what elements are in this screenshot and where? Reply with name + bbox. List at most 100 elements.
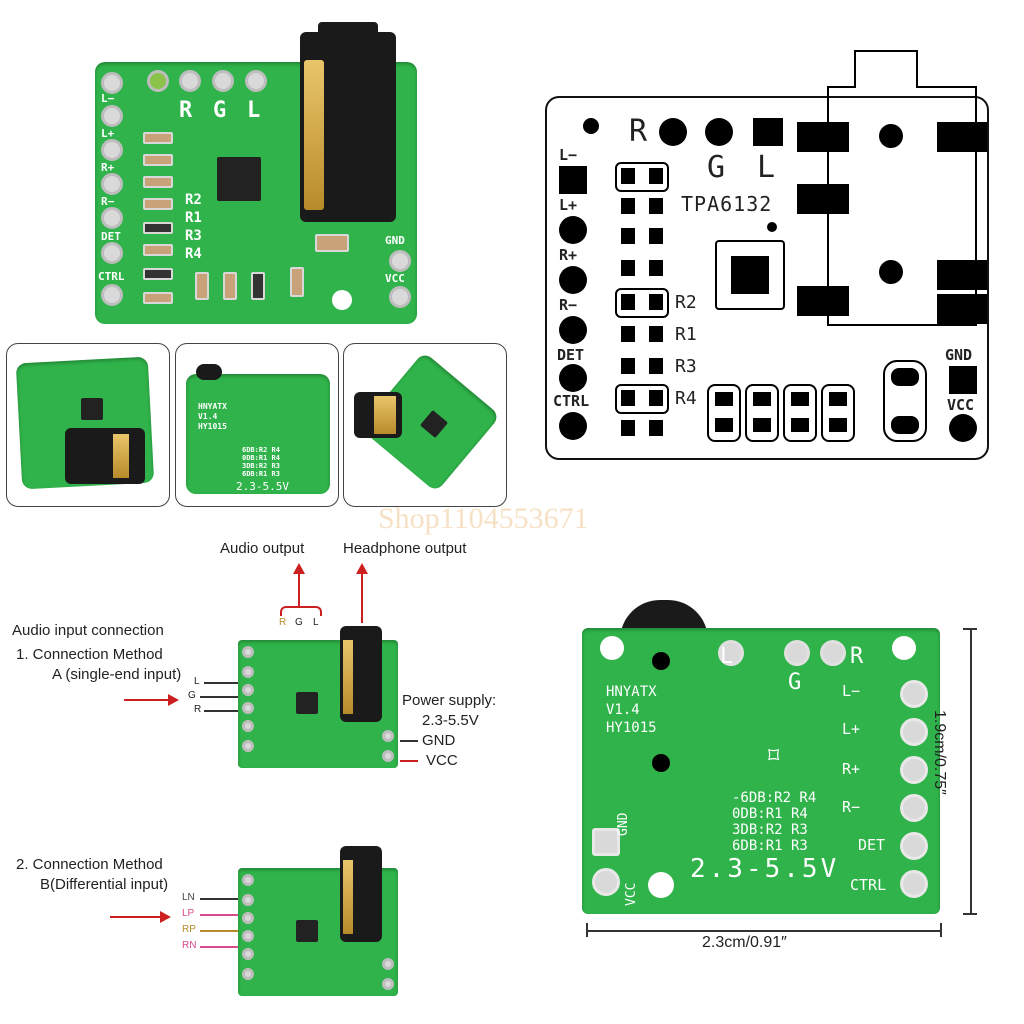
method-b-pin-lp: LP	[182, 908, 195, 919]
top-pin-l: L	[313, 617, 319, 628]
pad	[242, 874, 254, 886]
thumb-voltage: 2.3-5.5V	[236, 480, 289, 493]
pad	[242, 948, 254, 960]
board-method-b	[238, 846, 398, 996]
pad-l	[718, 640, 744, 666]
label-gnd: GND	[945, 346, 973, 364]
label-lminus: L−	[559, 146, 578, 164]
arrow-audio-output-line	[298, 573, 300, 607]
schematic-drawing: R G L L− L+ R+ R− DET CTRL R2 R1 R3 R4 T…	[545, 50, 989, 460]
width-dimension-label: 2.3cm/0.91″	[702, 934, 787, 951]
label-vcc: VCC	[385, 272, 405, 285]
pad-vcc	[389, 286, 411, 308]
board-method-a	[238, 626, 398, 768]
back-gnd: GND	[616, 812, 631, 836]
jack-pad	[797, 122, 849, 152]
smd-cap	[143, 176, 173, 188]
pad-lplus	[900, 718, 928, 746]
height-dimension-label: 1.9cm/0.75″	[931, 710, 948, 795]
back-side-lminus: L−	[842, 682, 861, 700]
audio-input-connection: Audio input connection	[12, 622, 164, 639]
pad	[101, 173, 123, 195]
smd-cap-large	[315, 234, 349, 252]
back-gain-1: -6DB:R2 R4	[732, 790, 817, 806]
label-lminus: L−	[101, 92, 115, 105]
method-b-pin-ln: LN	[182, 892, 195, 903]
label-vcc: VCC	[947, 396, 975, 414]
vcc-label: VCC	[426, 752, 458, 769]
amplifier-chip	[217, 157, 261, 201]
pad-yellow	[147, 70, 169, 92]
ground-symbol: ⌑	[768, 743, 780, 768]
pad	[101, 105, 123, 127]
board-a-jack	[340, 626, 382, 722]
thumb-jack	[65, 428, 145, 484]
smd-cap	[143, 292, 173, 304]
dim-tick	[940, 923, 942, 937]
corner-hole	[600, 636, 624, 660]
top-pin-g: G	[295, 617, 303, 628]
pin-ctrl	[559, 412, 587, 440]
pin-rplus	[559, 266, 587, 294]
thumb-gain: 3DB:R2 R3	[242, 462, 280, 470]
smd-cap	[223, 272, 237, 300]
pad-vcc	[592, 868, 620, 896]
thumb-chip	[81, 398, 103, 420]
pin-rminus	[559, 316, 587, 344]
label-det: DET	[101, 230, 121, 243]
watermark: Shop1104553671	[378, 502, 589, 535]
label-r1: R1	[185, 210, 202, 226]
smd-res	[143, 222, 173, 234]
pin-gnd	[949, 366, 977, 394]
pad-vcc	[382, 750, 394, 762]
pad	[242, 666, 254, 678]
back-vcc: VCC	[624, 882, 639, 906]
output-bracket	[280, 606, 322, 616]
back-side-det: DET	[858, 836, 886, 854]
label-r: R	[629, 114, 648, 149]
label-ctrl: CTRL	[553, 392, 590, 410]
via	[652, 652, 670, 670]
back-side-rminus: R−	[842, 798, 861, 816]
pad-lminus	[101, 72, 123, 94]
gnd-label: GND	[422, 732, 456, 749]
component-column	[615, 162, 671, 442]
height-dimension-line	[970, 628, 972, 914]
thumbnail-side	[343, 343, 507, 507]
back-voltage: 2.3-5.5V	[690, 854, 840, 884]
corner-hole	[892, 636, 916, 660]
label-ctrl: CTRL	[98, 270, 125, 283]
method-b-line2: B(Differential input)	[40, 876, 169, 893]
method-b-pin-rp: RP	[182, 924, 196, 935]
board-b-jack	[340, 846, 382, 942]
jack-pad	[937, 260, 987, 290]
pad	[101, 207, 123, 229]
back-side-ctrl: CTRL	[850, 876, 887, 894]
smd-cap	[195, 272, 209, 300]
jack-pad	[797, 286, 849, 316]
input-arrow-b-head	[160, 911, 171, 923]
cap-footprint	[783, 384, 817, 442]
wire-vcc	[400, 760, 418, 762]
label-g: G	[707, 150, 726, 185]
wire	[204, 682, 240, 684]
pad-g	[705, 118, 733, 146]
pin-lminus	[559, 166, 587, 194]
label-g: G	[213, 98, 227, 123]
mounting-hole	[332, 290, 352, 310]
pad	[242, 740, 254, 752]
board-b-chip	[296, 920, 318, 942]
pad	[101, 139, 123, 161]
pad	[242, 646, 254, 658]
jack-contact	[304, 60, 324, 210]
pad	[242, 930, 254, 942]
label-rplus: R+	[101, 161, 115, 174]
jack-pad	[797, 184, 849, 214]
label-l: L	[757, 150, 776, 185]
method-a-pin-l: L	[194, 676, 200, 687]
pad-gnd	[382, 730, 394, 742]
back-version: V1.4	[606, 702, 640, 718]
method-a-pin-g: G	[188, 690, 196, 701]
pad	[242, 968, 254, 980]
via	[652, 754, 670, 772]
